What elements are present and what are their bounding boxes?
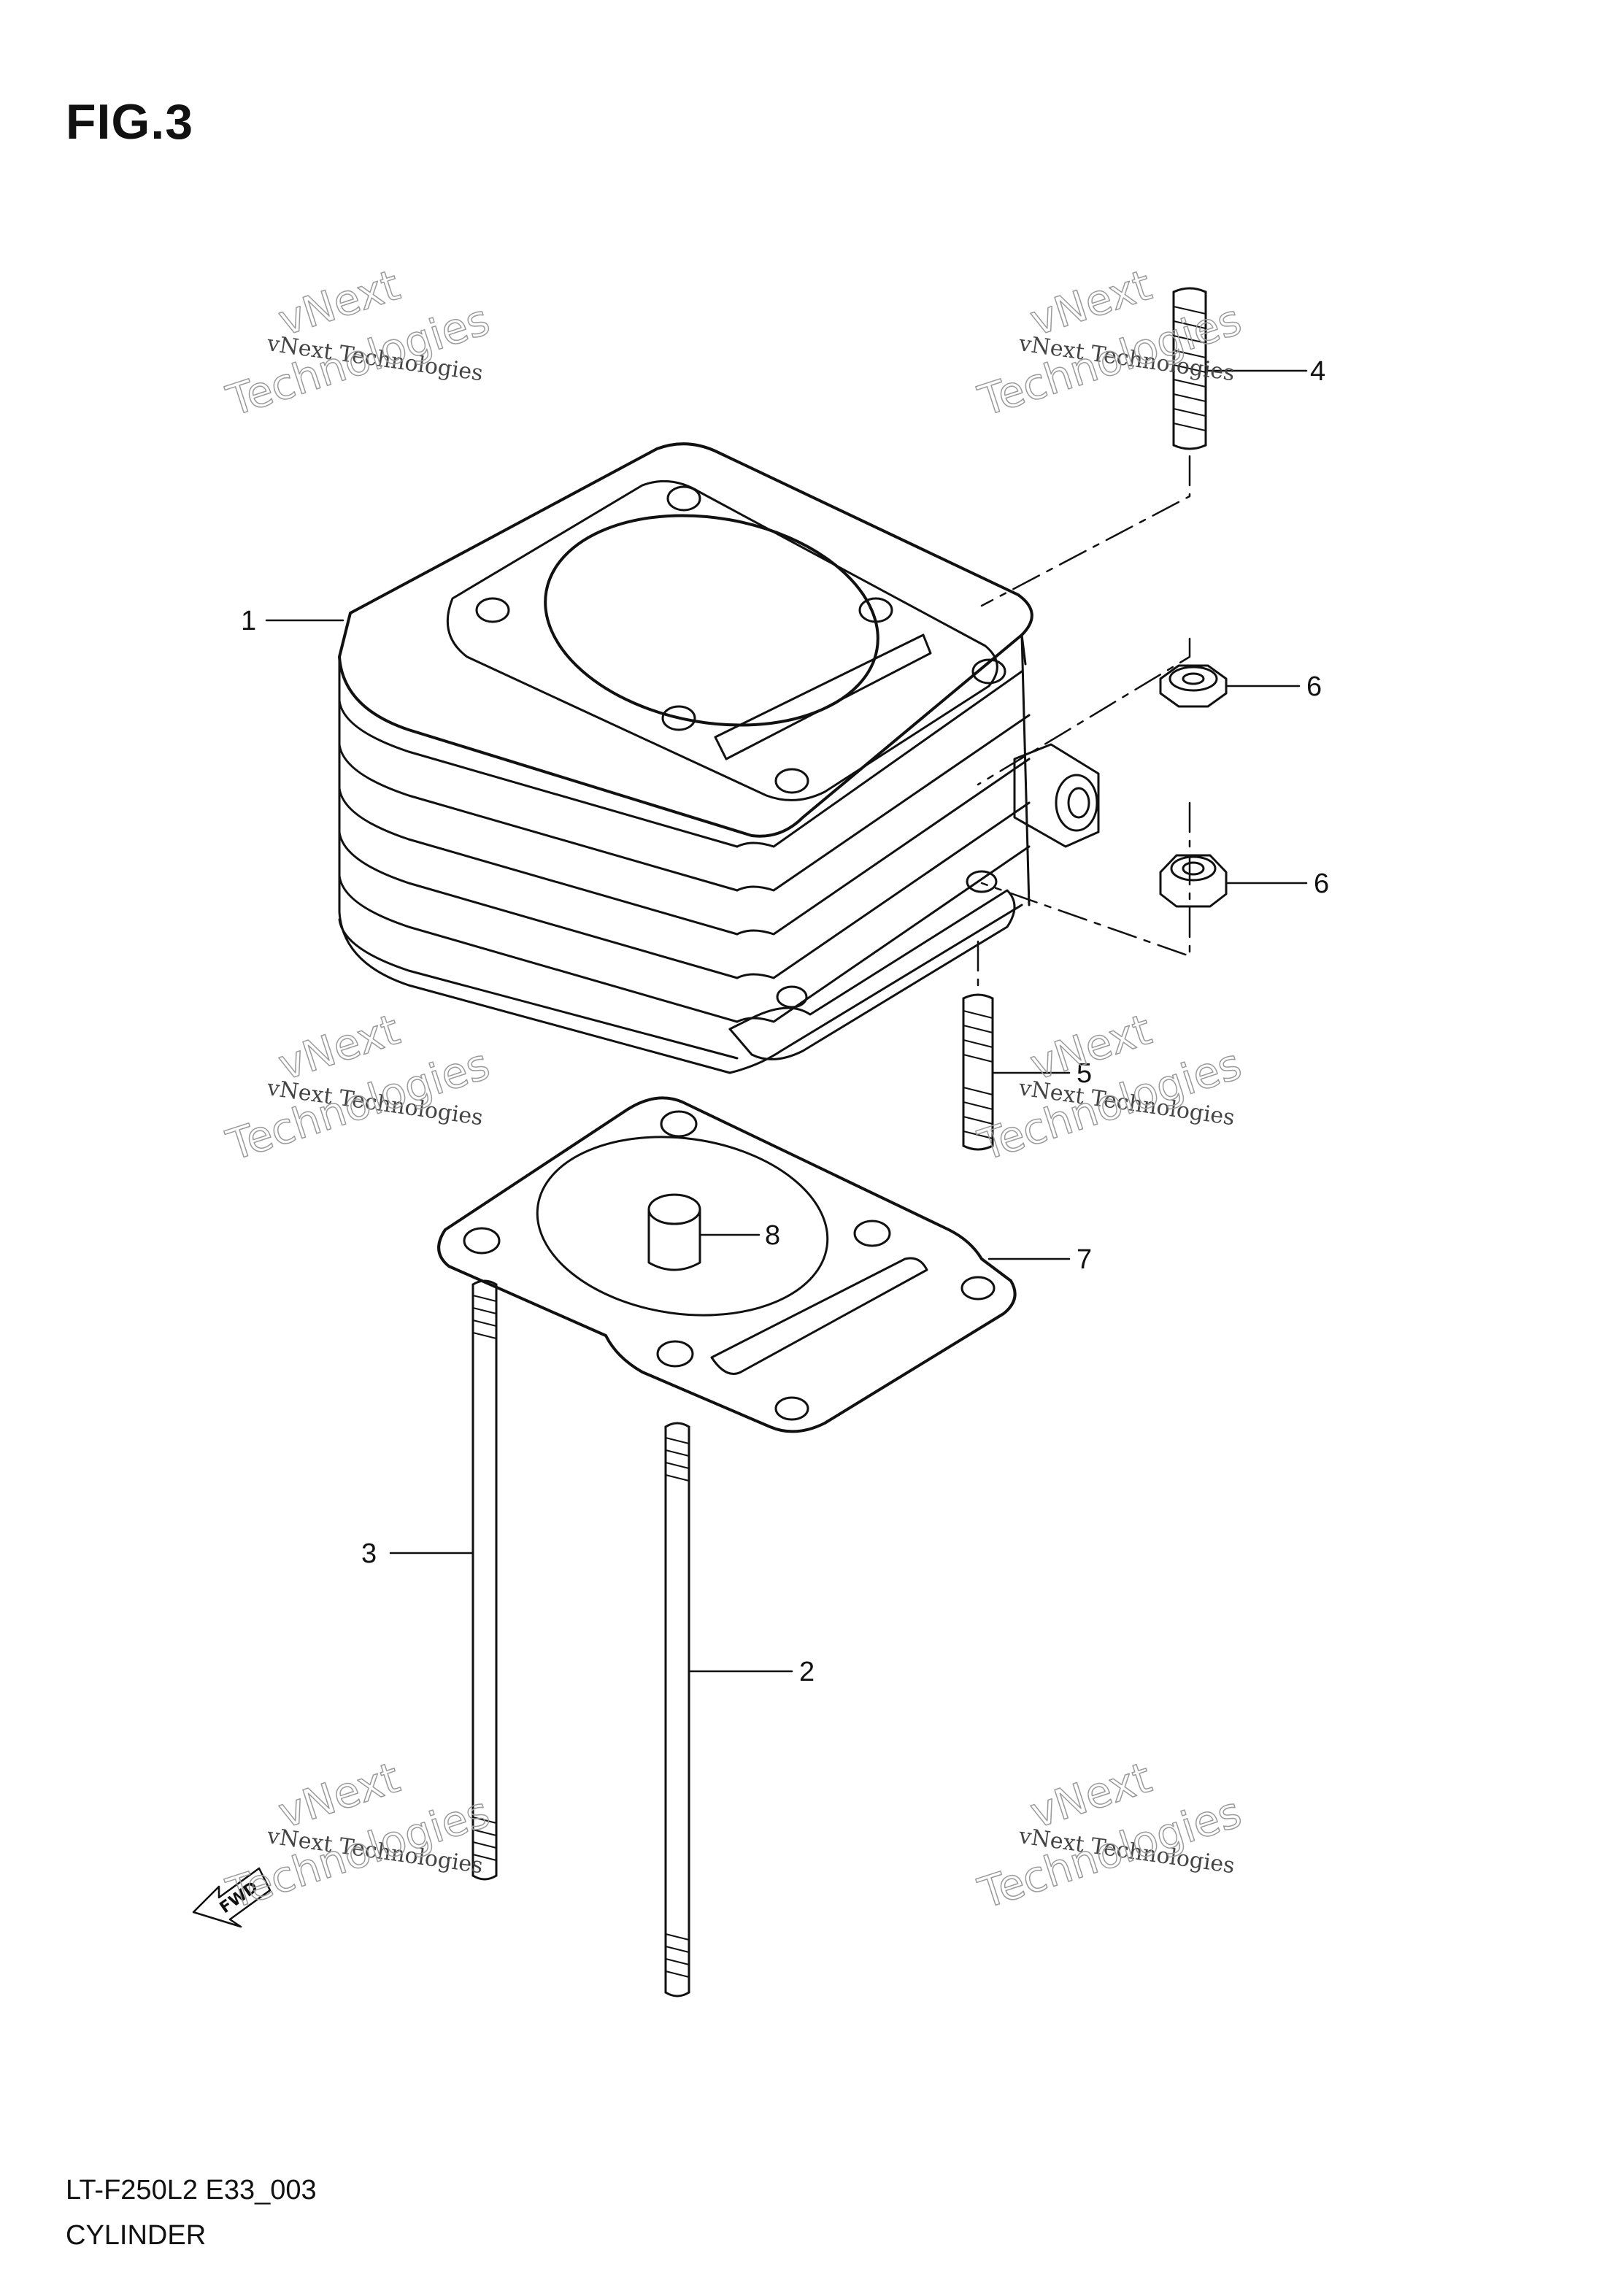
gasket-part-7	[437, 1096, 1017, 1433]
dowel-part-8	[647, 1193, 701, 1271]
section-name: CYLINDER	[66, 2220, 207, 2251]
callout-6-upper: 6	[1306, 671, 1322, 702]
callout-2: 2	[799, 1657, 815, 1687]
callout-leaders	[265, 369, 1308, 1673]
stud-part-3	[471, 1279, 498, 1881]
watermark-mid-left: vNext vNext Technologies Technologies	[220, 1004, 496, 1171]
callout-1: 1	[241, 606, 256, 636]
watermark-bottom-left: vNext vNext Technologies Technologies	[220, 1752, 496, 1919]
nut-part-6-upper	[1159, 664, 1228, 708]
model-code: LT-F250L2 E33_003	[66, 2175, 317, 2206]
watermark-bottom-right: vNext vNext Technologies Technologies	[972, 1752, 1248, 1919]
callout-3: 3	[361, 1538, 377, 1569]
callout-5: 5	[1077, 1058, 1092, 1089]
callout-6-lower: 6	[1314, 868, 1329, 899]
watermark-mid-right: vNext vNext Technologies Technologies	[972, 1004, 1248, 1171]
stud-part-2	[664, 1422, 690, 1998]
callout-4: 4	[1310, 356, 1325, 387]
callout-7: 7	[1077, 1244, 1092, 1275]
watermark-top-left: vNext vNext Technologies Technologies	[220, 260, 496, 427]
callout-8: 8	[765, 1220, 780, 1251]
stud-part-4	[1172, 287, 1207, 450]
assembly-dash-lines	[977, 455, 1191, 994]
nut-part-6-lower	[1159, 854, 1228, 908]
figure-title: FIG.3	[66, 94, 194, 150]
cylinder-part	[338, 442, 1100, 1074]
callout-numbers: 1 2 3 4 5 6 6 7 8	[241, 356, 1329, 1687]
